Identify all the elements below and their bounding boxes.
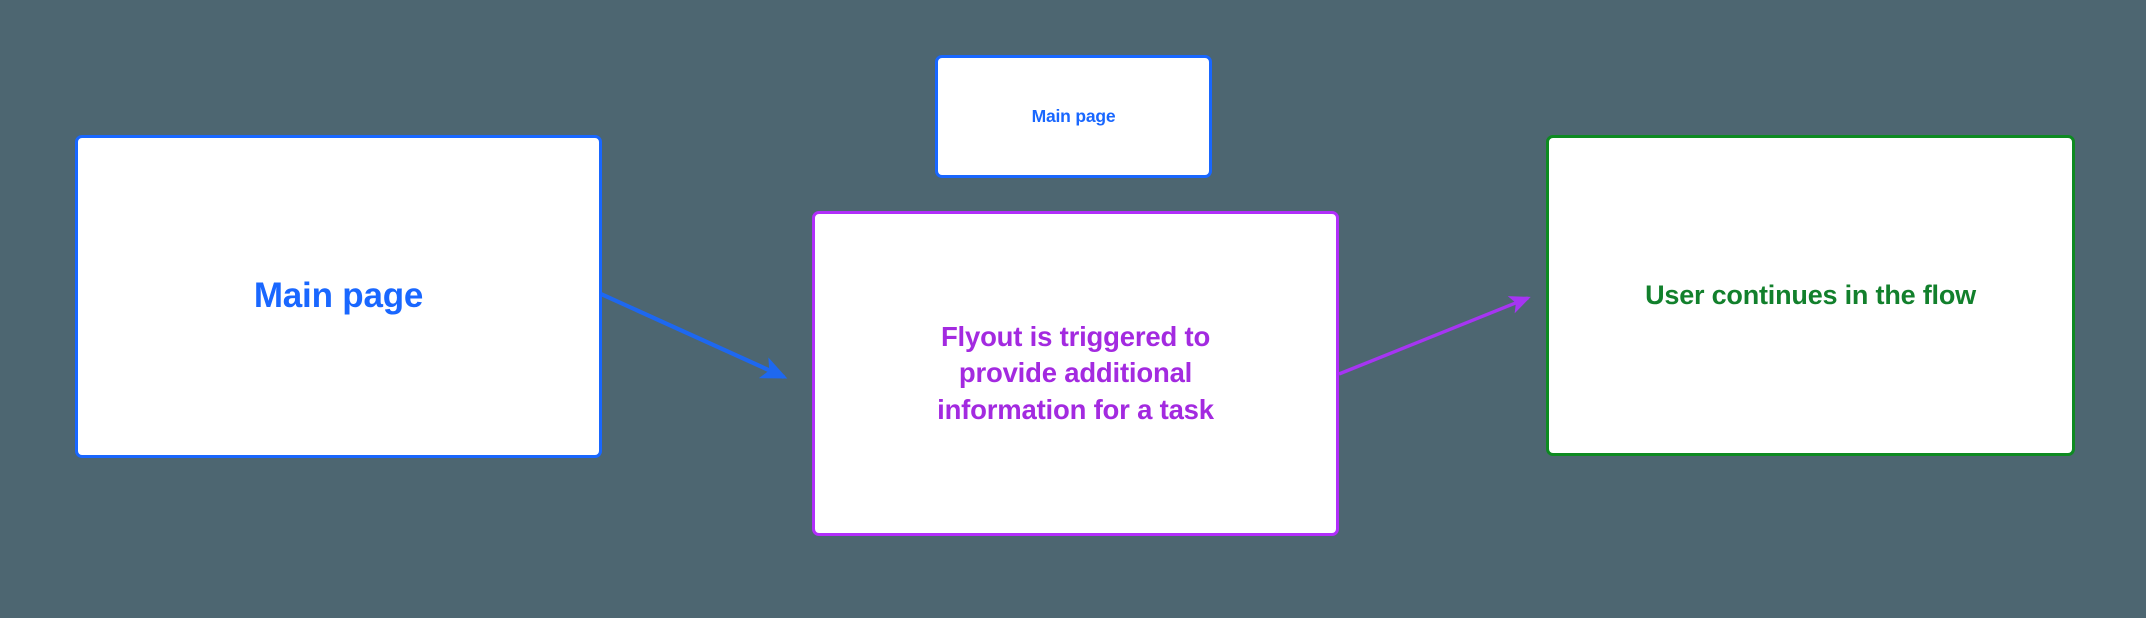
- node-flyout[interactable]: Flyout is triggered to provide additiona…: [812, 211, 1339, 536]
- node-main-page-left[interactable]: Main page: [75, 135, 602, 458]
- node-main-page-small-label: Main page: [1031, 106, 1116, 127]
- node-main-page-small[interactable]: Main page: [935, 55, 1212, 178]
- node-main-page-left-label: Main page: [253, 276, 424, 316]
- node-user-continues[interactable]: User continues in the flow: [1546, 135, 2075, 456]
- node-flyout-label: Flyout is triggered to provide additiona…: [937, 320, 1214, 425]
- connector-main-page-to-flyout: [600, 292, 788, 379]
- node-user-continues-label: User continues in the flow: [1645, 280, 1976, 311]
- connector-flyout-to-user-continues: [1338, 296, 1531, 376]
